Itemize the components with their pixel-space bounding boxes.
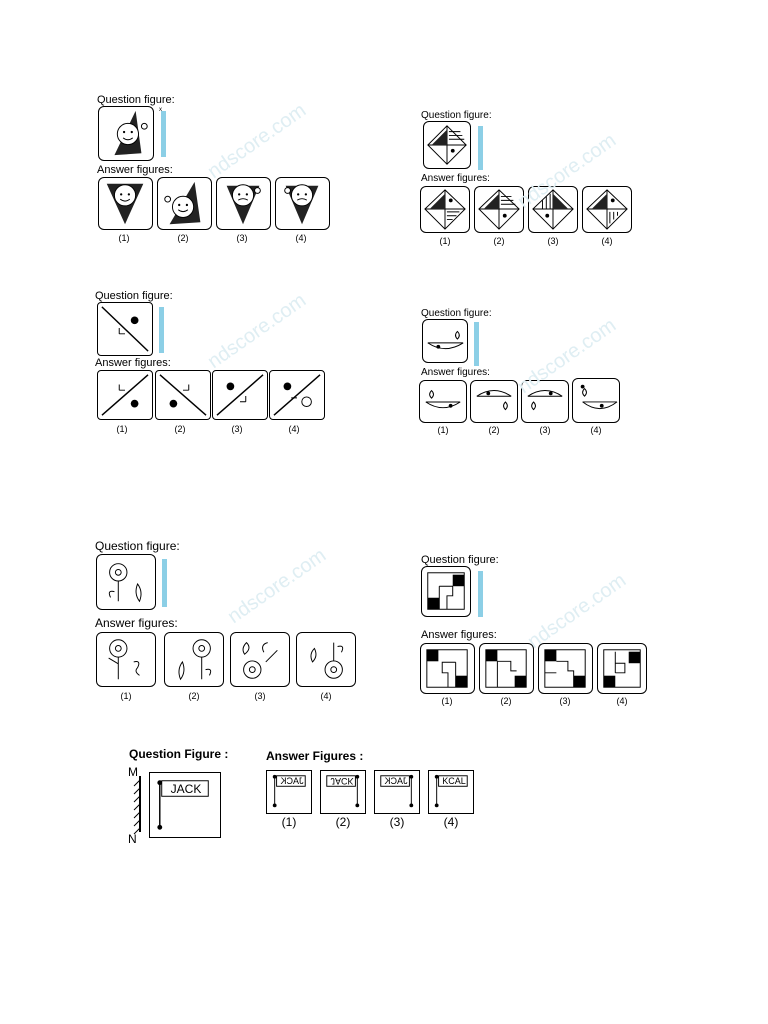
mirror-line [472,317,482,371]
answer-option-2[interactable] [474,186,524,233]
answer-option-1[interactable] [98,177,153,230]
option-label-4: (4) [295,233,307,243]
option-label-3: (3) [254,691,266,701]
option-label-3: (3) [231,424,243,434]
question-figure-label: Question figure: [97,94,175,106]
option-label-2: (2) [488,425,500,435]
answer-option-3[interactable] [521,380,569,423]
flag-answer-text-4: KCAL [442,776,466,786]
watermark: ndscore.com [523,569,631,653]
question-figure-label: Question figure: [95,290,173,302]
option-label-4: (4) [590,425,602,435]
answer-option-1[interactable] [96,632,156,687]
answer-option-3[interactable] [528,186,578,233]
answer-option-4[interactable] [275,177,330,230]
flag-answer-text-2: JACK [330,776,354,786]
mirror-line: x [159,106,169,162]
option-label-1: (1) [439,236,451,246]
mirror-line [476,121,486,175]
question-figure-box [423,121,471,169]
option-label-4: (4) [601,236,613,246]
answer-figures-label: Answer figures: [421,367,490,378]
answer-option-4[interactable] [269,370,325,420]
option-label-2: (2) [177,233,189,243]
answer-option-1[interactable]: JACK [266,770,312,814]
option-label-3: (3) [539,425,551,435]
answer-figures-label: Answer figures: [97,164,173,176]
question-figure-label: Question figure: [95,539,180,553]
answer-option-2[interactable] [157,177,212,230]
answer-option-2[interactable] [470,380,518,423]
option-label-1: (1) [441,696,453,706]
flag-answer-text-3: JACK [384,776,408,786]
option-label-3: (3) [547,236,559,246]
question-figure-label: Question figure: [421,110,492,121]
mirror-line [160,554,170,612]
option-label-1: (1) [118,233,130,243]
option-label-2: (2) [493,236,505,246]
answer-option-3[interactable] [216,177,271,230]
question-figure-box: JACK [149,772,221,838]
question-figure-label: Question Figure : [129,747,229,761]
mirror-label-n: N [128,832,137,846]
answer-option-3[interactable] [212,370,268,420]
option-label-2: (2) [188,691,200,701]
question-figure-box [422,319,468,363]
answer-figures-label: Answer Figures : [266,749,364,763]
option-label-1: (1) [116,424,128,434]
watermark: ndscore.com [203,99,311,183]
mirror-line [157,302,167,358]
option-label-4: (4) [288,424,300,434]
answer-option-2[interactable]: JACK [320,770,366,814]
answer-option-4[interactable] [572,378,620,423]
mirror-line [476,566,486,622]
answer-figures-label: Answer figures: [95,616,178,630]
question-figure-label: Question figure: [421,308,492,319]
question-figure-box [98,106,154,161]
answer-option-4[interactable] [597,643,647,694]
answer-option-3[interactable]: JACK [374,770,420,814]
answer-option-2[interactable] [155,370,211,420]
watermark: ndscore.com [203,289,311,373]
flag-answer-text-1: JACK [280,776,304,786]
answer-option-1[interactable] [97,370,153,420]
answer-option-4[interactable]: KCAL [428,770,474,814]
option-label-3: (3) [236,233,248,243]
option-label-3: (3) [389,815,405,829]
answer-option-1[interactable] [420,186,470,233]
option-label-1: (1) [281,815,297,829]
flag-text: JACK [170,782,202,796]
answer-option-2[interactable] [164,632,224,687]
mirror-mn [126,764,146,846]
answer-option-1[interactable] [419,380,467,423]
answer-option-2[interactable] [479,643,534,694]
watermark: ndscore.com [223,544,331,628]
option-label-1: (1) [437,425,449,435]
answer-figures-label: Answer figures: [95,357,171,369]
answer-figures-label: Answer figures: [421,173,490,184]
option-label-4: (4) [320,691,332,701]
mirror-x-mark: x [159,107,162,113]
option-label-1: (1) [120,691,132,701]
answer-option-4[interactable] [296,632,356,687]
option-label-4: (4) [616,696,628,706]
option-label-2: (2) [335,815,351,829]
question-figure-label: Question figure: [421,554,499,566]
mirror-label-m: M [128,765,138,779]
option-label-2: (2) [174,424,186,434]
question-figure-box [421,566,471,617]
answer-option-1[interactable] [420,643,475,694]
answer-option-4[interactable] [582,186,632,233]
answer-option-3[interactable] [230,632,290,687]
option-label-4: (4) [443,815,459,829]
answer-figures-label: Answer figures: [421,629,497,641]
answer-option-3[interactable] [538,643,593,694]
option-label-2: (2) [500,696,512,706]
question-figure-box [96,554,156,610]
question-figure-box [97,302,153,356]
option-label-3: (3) [559,696,571,706]
